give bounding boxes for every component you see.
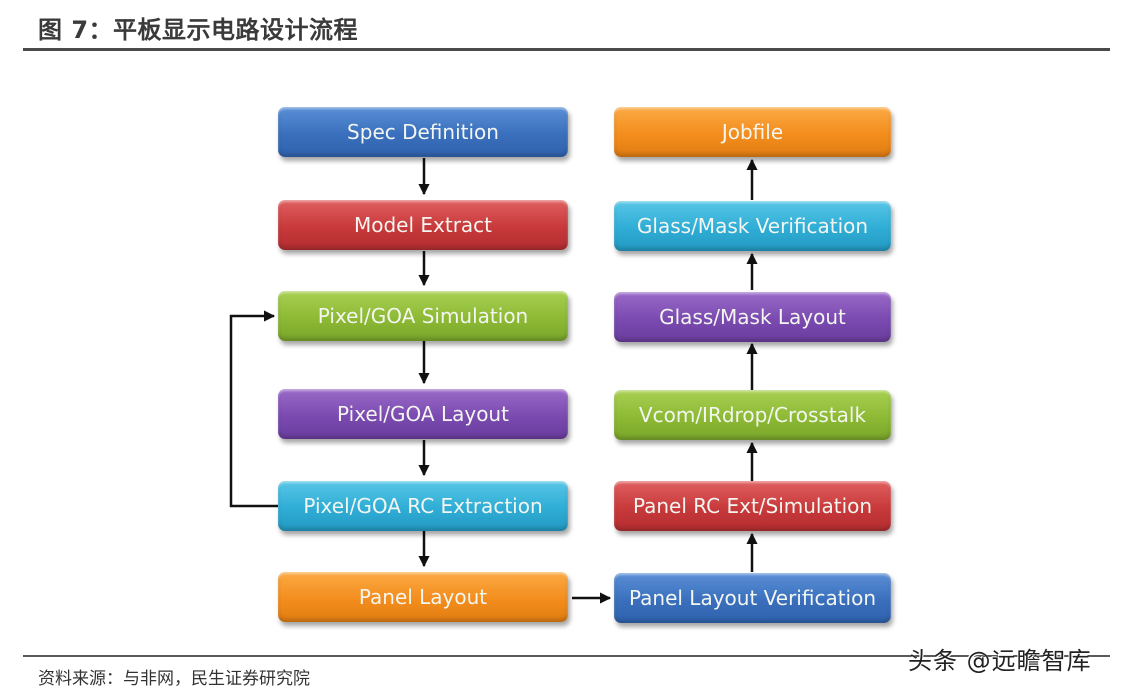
figure-title: 图 7：平板显示电路设计流程 bbox=[38, 16, 359, 44]
node-pixel-goa-rc-extraction: Pixel/GOA RC Extraction bbox=[278, 481, 568, 531]
node-panel-rc-ext-simulation: Panel RC Ext/Simulation bbox=[614, 481, 891, 531]
source-note: 资料来源：与非网，民生证券研究院 bbox=[38, 669, 310, 689]
node-panel-layout: Panel Layout bbox=[278, 572, 568, 622]
arrow-pixrc-feedback-to-pixsim bbox=[229, 310, 278, 508]
node-glass-mask-verification: Glass/Mask Verification bbox=[614, 201, 891, 251]
footer-divider bbox=[23, 655, 1110, 657]
node-spec-definition: Spec Definition bbox=[278, 107, 568, 157]
node-pixel-goa-layout: Pixel/GOA Layout bbox=[278, 389, 568, 439]
node-panel-layout-verification: Panel Layout Verification bbox=[614, 573, 891, 623]
node-vcom-irdrop-crosstalk: Vcom/IRdrop/Crosstalk bbox=[614, 390, 891, 440]
node-model-extract: Model Extract bbox=[278, 200, 568, 250]
node-glass-mask-layout: Glass/Mask Layout bbox=[614, 292, 891, 342]
title-divider bbox=[23, 48, 1110, 51]
node-pixel-goa-simulation: Pixel/GOA Simulation bbox=[278, 291, 568, 341]
watermark: 头条 @远瞻智库 bbox=[908, 647, 1092, 675]
node-jobfile: Jobfile bbox=[614, 107, 891, 157]
